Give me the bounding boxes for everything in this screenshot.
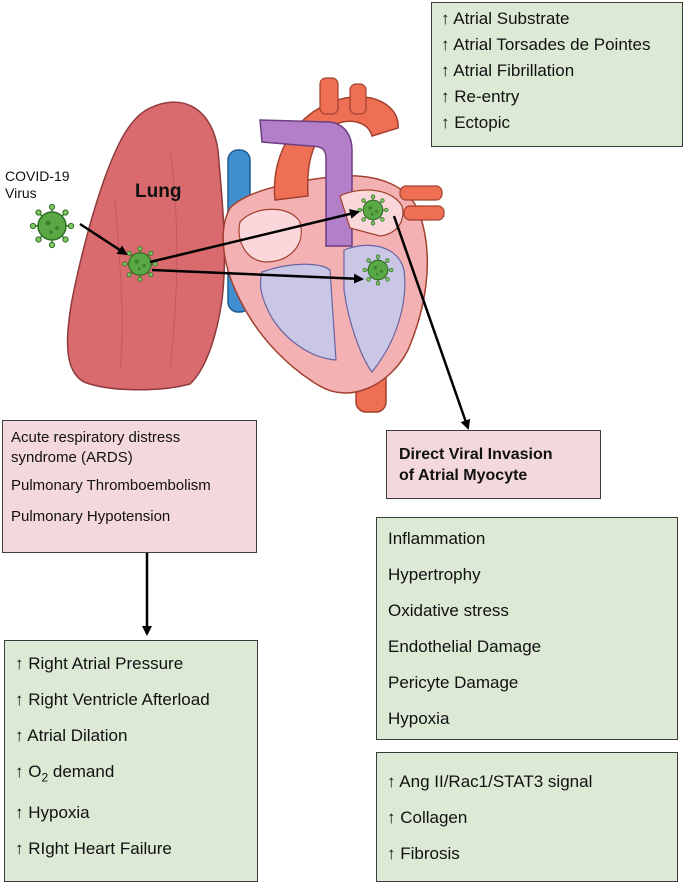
lung-shape [66, 101, 226, 391]
virus-icon [122, 246, 158, 282]
box-item: Inflammation [388, 529, 486, 548]
virus-icon [362, 254, 394, 286]
atrial-arrhythmia-box: ↑ Atrial Substrate ↑ Atrial Torsades de … [431, 2, 683, 147]
box-item: ↑ Right Atrial Pressure [15, 654, 184, 673]
box-item: Hypertrophy [388, 565, 481, 584]
virus-label-line2: Virus [5, 185, 37, 201]
right-heart-effects-box: ↑ Right Atrial Pressure ↑ Right Ventricl… [4, 640, 258, 882]
arrow-heart-to-invasion [392, 215, 471, 430]
virus-label: COVID-19 Virus [5, 168, 70, 202]
box-item: Hypoxia [388, 709, 450, 728]
mechanisms-box: Inflammation Hypertrophy Oxidative stres… [376, 517, 678, 740]
box-item: Pulmonary Thromboembolism [11, 477, 211, 494]
box-item: Pulmonary Hypotension [11, 508, 171, 525]
arrow-lung-to-ventricle [151, 268, 364, 284]
box-item: ↑ Ang II/Rac1/STAT3 signal [387, 772, 593, 791]
box-item: ↑ O2 demand [15, 762, 115, 785]
box-item: ↑ Atrial Fibrillation [441, 61, 575, 80]
box-item: Acute respiratory distress syndrome (ARD… [11, 429, 181, 466]
box-item: Pericyte Damage [388, 673, 519, 692]
invasion-line1: Direct Viral Invasion [399, 446, 553, 463]
lung-label: Lung [135, 181, 182, 202]
box-item: ↑ Hypoxia [15, 803, 90, 823]
signal-box: ↑ Ang II/Rac1/STAT3 signal ↑ Collagen ↑ … [376, 752, 678, 882]
virus-label-line1: COVID-19 [5, 168, 70, 184]
box-item: ↑ Atrial Substrate [441, 9, 570, 28]
virus-icon [357, 194, 389, 226]
box-item: ↑ Atrial Torsades de Pointes [441, 35, 651, 54]
invasion-line2: of Atrial Myocyte [399, 467, 528, 484]
box-item: ↑ Right Ventricle Afterload [15, 690, 210, 709]
box-item: ↑ Atrial Dilation [15, 726, 128, 745]
box-item: ↑ Ectopic [441, 113, 510, 132]
box-item: Endothelial Damage [388, 637, 542, 656]
box-item: ↑ RIght Heart Failure [15, 839, 172, 859]
ards-box: Acute respiratory distress syndrome (ARD… [2, 420, 257, 553]
box-item: Oxidative stress [388, 601, 509, 620]
box-item: ↑ Re-entry [441, 87, 520, 106]
arrow-lung-to-atrium [149, 209, 360, 264]
arrow-virus-to-lung [79, 222, 128, 256]
box-item: ↑ Fibrosis [387, 844, 460, 863]
box-item: ↑ Collagen [387, 808, 468, 827]
right-ventricle [259, 263, 337, 361]
direct-invasion-box: Direct Viral Invasion of Atrial Myocyte [386, 430, 601, 499]
pulmonary-artery [259, 119, 353, 247]
virus-icon [29, 203, 75, 249]
